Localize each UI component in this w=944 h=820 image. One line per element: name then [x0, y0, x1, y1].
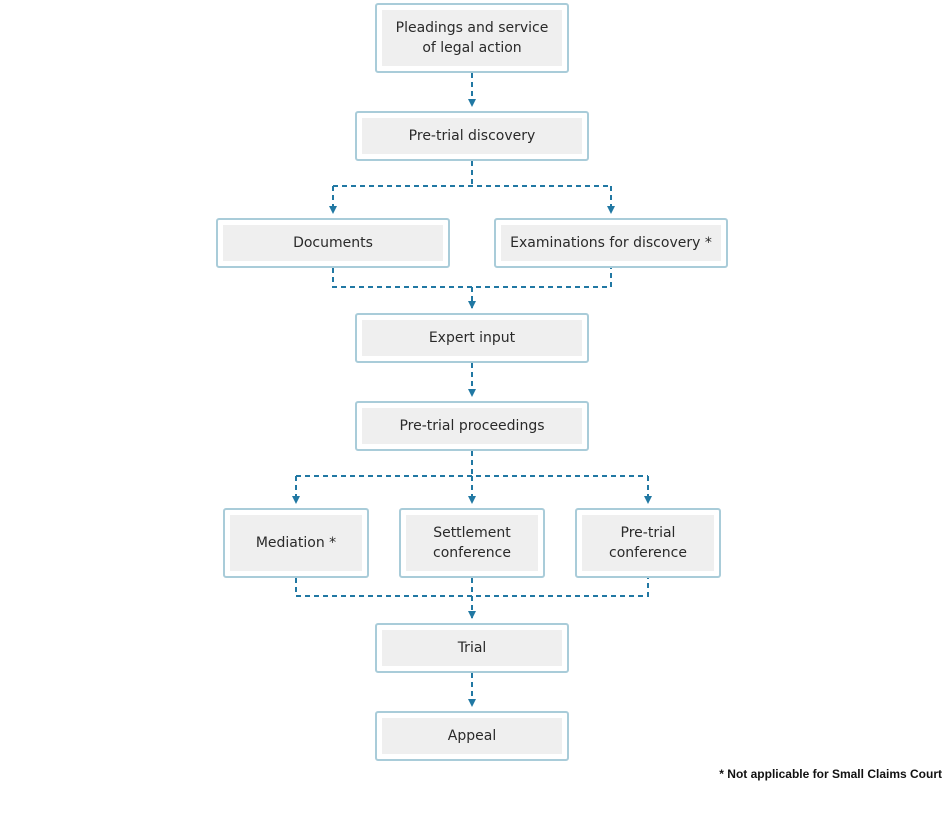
node-pleadings: Pleadings and service of legal action	[375, 3, 569, 73]
connector-proceedings-branch	[296, 451, 648, 477]
node-mediation: Mediation *	[223, 508, 369, 578]
node-pleadings-label: Pleadings and service of legal action	[382, 10, 562, 66]
node-pre-trial-conference: Pre-trial conference	[575, 508, 721, 578]
node-documents: Documents	[216, 218, 450, 268]
node-trial-label: Trial	[382, 630, 562, 666]
node-examinations: Examinations for discovery *	[494, 218, 728, 268]
node-appeal: Appeal	[375, 711, 569, 761]
node-settlement-conference-label: Settlement conference	[406, 515, 538, 571]
node-pre-trial-discovery: Pre-trial discovery	[355, 111, 589, 161]
node-expert-input: Expert input	[355, 313, 589, 363]
node-settlement-conference: Settlement conference	[399, 508, 545, 578]
connector-discovery-branch	[333, 161, 611, 187]
node-examinations-label: Examinations for discovery *	[501, 225, 721, 261]
footnote: * Not applicable for Small Claims Court	[719, 767, 942, 781]
node-pre-trial-conference-label: Pre-trial conference	[582, 515, 714, 571]
connector-proceedings-merge	[295, 578, 649, 597]
node-pre-trial-discovery-label: Pre-trial discovery	[362, 118, 582, 154]
node-trial: Trial	[375, 623, 569, 673]
node-pre-trial-proceedings: Pre-trial proceedings	[355, 401, 589, 451]
connector-discovery-merge	[332, 268, 612, 288]
node-expert-input-label: Expert input	[362, 320, 582, 356]
node-appeal-label: Appeal	[382, 718, 562, 754]
node-mediation-label: Mediation *	[230, 515, 362, 571]
node-documents-label: Documents	[223, 225, 443, 261]
node-pre-trial-proceedings-label: Pre-trial proceedings	[362, 408, 582, 444]
